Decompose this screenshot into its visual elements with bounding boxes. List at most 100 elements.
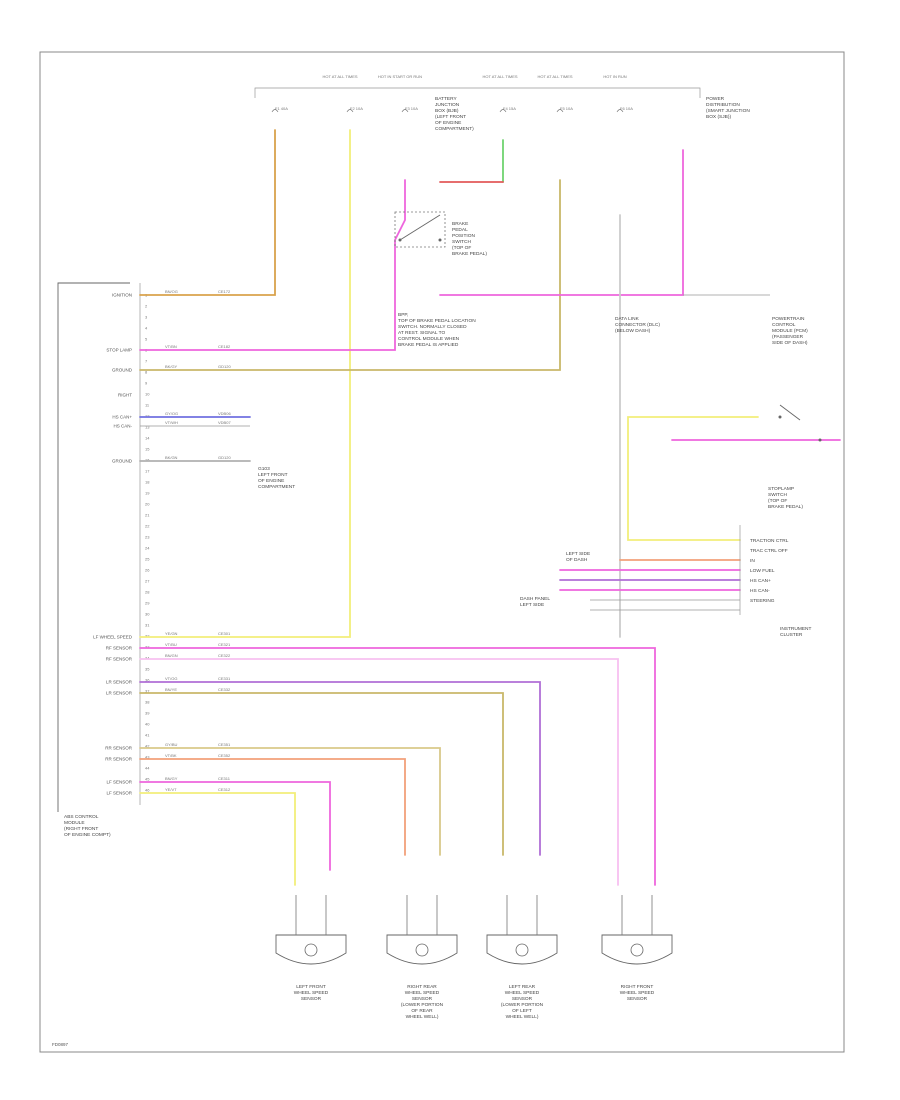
wire-code: GD120	[218, 364, 231, 369]
module-name-line: MODULE	[64, 820, 85, 826]
module-pin-number: 10	[145, 392, 150, 397]
wires	[139, 129, 841, 886]
wire-code: CE311	[218, 776, 231, 781]
module-pin-number: 31	[145, 623, 150, 628]
module-pin-number: 11	[145, 403, 150, 408]
instrument-signal: LOW FUEL	[750, 568, 775, 574]
fuse-label: F2 10A	[350, 106, 363, 111]
wire-color: BN/YE	[165, 687, 177, 692]
module-pin-number: 44	[145, 766, 150, 771]
panel-label-line: BATTERY	[435, 96, 457, 102]
module-pin-label: RIGHT	[118, 393, 132, 398]
module-pin-number: 42	[145, 744, 150, 749]
instrument-block-line: LEFT SIDE	[520, 602, 544, 608]
wire-yellow-main	[139, 129, 351, 638]
dlc-label-line: CONNECTOR (DLC)	[615, 322, 660, 328]
module-pin-label: LR SENSOR	[106, 680, 133, 685]
wire-lr-2	[139, 692, 504, 856]
ground-note-line: COMPARTMENT	[258, 484, 295, 490]
wire-color: GY/OG	[165, 411, 178, 416]
wire-color: GY/BU	[165, 742, 178, 747]
fuse-label: F1 40A	[275, 106, 288, 111]
switch-name-line: BRAKE	[452, 221, 468, 227]
instrument-signal: STEERING	[750, 598, 775, 604]
wire-color: BN/GN	[165, 653, 178, 658]
module-pin-label: LR SENSOR	[106, 691, 133, 696]
module-pin-number: 3	[145, 315, 148, 320]
stoplamp-label-line: STOPLAMP	[768, 486, 794, 492]
sensor-coil	[304, 943, 318, 957]
wire-rf-1	[139, 647, 656, 886]
wire-code: GD120	[218, 455, 231, 460]
instrument-label-line: CLUSTER	[780, 632, 803, 638]
panel-label-line: JUNCTION	[435, 102, 460, 108]
sensor-label-line: SENSOR	[627, 996, 648, 1002]
switch-name-line: SWITCH	[452, 239, 471, 245]
dlc-label-line: (BELOW DASH)	[615, 328, 651, 334]
panel-label-line: (LEFT FRONT	[435, 114, 466, 120]
module-pin-number: 20	[145, 502, 150, 507]
module-pin-number: 45	[145, 777, 150, 782]
wire-rr-2	[139, 758, 406, 856]
sensor-label-line: RIGHT FRONT	[621, 984, 654, 990]
pcm-label-line: SIDE OF DASH)	[772, 340, 808, 346]
switch-note-line: SWITCH. NORMALLY CLOSED	[398, 324, 467, 330]
module-pin-number: 18	[145, 480, 150, 485]
power-label-line: (SMART JUNCTION	[706, 108, 750, 114]
instrument-signal: TRACTION CTRL	[750, 538, 789, 544]
sensor-coil	[515, 943, 529, 957]
panel-label-line: OF ENGINE	[435, 120, 461, 126]
module-pin-label: GROUND	[112, 368, 133, 373]
module-pin-number: 36	[145, 678, 150, 683]
wire-pcm	[439, 149, 684, 296]
wire-code: CE182	[218, 344, 231, 349]
wire-color: BK/GY	[165, 364, 178, 369]
power-label-line: POWER	[706, 96, 725, 102]
wire-code: CE322	[218, 653, 231, 658]
module-pin-number: 23	[145, 535, 150, 540]
fuse-label: F6 10A	[620, 106, 633, 111]
wire-code: CE172	[218, 289, 231, 294]
module-pin-number: 24	[145, 546, 150, 551]
module-pin-number: 32	[145, 634, 150, 639]
fuse-header: HOT AT ALL TIMES	[482, 74, 517, 79]
module-pin-label: IGNITION	[112, 293, 132, 298]
wire-code: CE352	[218, 753, 231, 758]
wire-color: BN/OG	[165, 289, 178, 294]
module-pin-number: 16	[145, 458, 150, 463]
instrument-signal: IN	[750, 558, 755, 564]
power-label-line: BOX (SJB))	[706, 114, 731, 120]
fuse-symbol	[499, 109, 507, 113]
sensor-label-line: LEFT REAR	[509, 984, 536, 990]
wire-color: YE/GN	[165, 631, 178, 636]
module-pin-label: LF WHEEL SPEED	[93, 635, 133, 640]
sensor-body	[386, 934, 458, 965]
sensor-label-line: WHEEL WELL)	[506, 1014, 539, 1020]
switch-name-line: PEDAL	[452, 227, 468, 233]
pcm-label-line: CONTROL	[772, 322, 796, 328]
diagram-code: FD0897	[52, 1042, 69, 1047]
sensor-coil	[630, 943, 644, 957]
module-pin-number: 29	[145, 601, 150, 606]
module-pin-number: 39	[145, 711, 150, 716]
module-pin-label: RF SENSOR	[106, 646, 133, 651]
panel-label-line: COMPARTMENT)	[435, 126, 474, 132]
module-pin-number: 15	[145, 447, 150, 452]
wire-color: BN/GY	[165, 776, 178, 781]
wire-rr-1	[139, 747, 441, 856]
pcm-label-line: MODULE (PCM)	[772, 328, 808, 334]
sensor-label-line: WHEEL SPEED	[294, 990, 329, 996]
fuse-header: HOT IN RUN	[603, 74, 626, 79]
wire-lf-1	[139, 781, 331, 871]
